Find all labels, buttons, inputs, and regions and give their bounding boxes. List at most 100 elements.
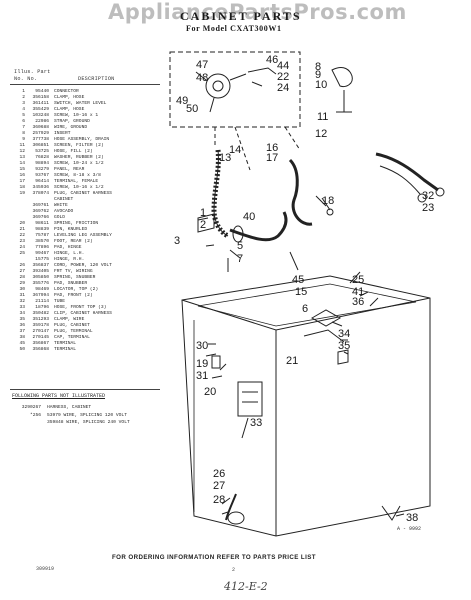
callout-24: 24	[277, 82, 290, 94]
callout-35: 35	[338, 340, 351, 352]
table-divider	[10, 389, 160, 390]
part-no: 98894	[35, 161, 49, 166]
figure-reference: A - 9992	[397, 526, 422, 532]
not-illustrated-row: 359848 WIRE, SPLICING 240 VOLT	[10, 420, 162, 426]
part-description: HOSE ASSEMBLY, DRAIN	[54, 137, 110, 142]
callout-46: 46	[266, 54, 279, 66]
callout-50: 50	[186, 103, 199, 115]
illus-no: 19	[19, 191, 25, 196]
part-no: 270145	[32, 335, 49, 340]
callout-1: 1	[200, 207, 207, 219]
part-no: 95440	[35, 89, 49, 94]
part-description: PIN, KNURLED	[54, 227, 88, 232]
part-no: 305850	[32, 275, 49, 280]
part-description: CLAMP, HOSE	[54, 107, 85, 112]
part-no: 22986	[35, 119, 49, 124]
part-no: 77896	[35, 245, 49, 250]
part-description: INSERT	[54, 131, 71, 136]
illus-no: 17	[19, 179, 25, 184]
illus-no: 6	[22, 119, 25, 124]
illus-no: 34	[19, 311, 25, 316]
illus-no: 37	[19, 329, 25, 334]
part-description: 359848 WIRE, SPLICING 240 VOLT	[47, 420, 130, 426]
illus-no: 20	[19, 221, 25, 226]
illus-no: 12	[19, 149, 25, 154]
watermark: AppliancePartsPros.com	[108, 0, 407, 24]
part-description: SCREW, 10-16 x 1/2	[54, 185, 104, 190]
illus-no: 38	[19, 335, 25, 340]
part-no: 53725	[35, 149, 49, 154]
illus-no: 4	[22, 107, 25, 112]
part-description: HINGE, R.H.	[54, 257, 85, 262]
part-no: 356867	[32, 341, 49, 346]
callout-21: 21	[286, 355, 299, 367]
part-description: HOSE, FRONT TOP (3)	[54, 305, 107, 310]
illus-no: 5	[22, 113, 25, 118]
callout-26: 26	[213, 468, 226, 480]
callout-8: 8	[315, 61, 322, 73]
inset-box-switch	[169, 51, 301, 128]
illus-no: 36	[19, 323, 25, 328]
part-description: WASHER, RUBBER (2)	[54, 155, 104, 160]
part-description: CLIP, CABINET HARNESS	[54, 311, 112, 316]
part-description: PAD, FRONT (2)	[54, 293, 93, 298]
part-description: CLAMP, WIRE	[54, 317, 85, 322]
illus-no: 25	[19, 251, 25, 256]
part-description: CAP, TERMINAL	[54, 335, 90, 340]
callout-27: 27	[213, 480, 226, 492]
part-no: 369766	[32, 215, 49, 220]
part-description: SPRING, SNUBBER	[54, 275, 96, 280]
illus-no: 32	[19, 299, 25, 304]
part-no: 38570	[35, 239, 49, 244]
part-description: CONNECTOR	[54, 89, 79, 94]
part-description: TERMINAL, FEMALE	[54, 179, 99, 184]
illus-no: 23	[19, 239, 25, 244]
page-number: 2	[232, 567, 236, 573]
part-no: 21114	[35, 299, 49, 304]
part-description: CABINET	[54, 197, 74, 202]
part-no: 356158	[32, 95, 49, 100]
part-description: TUBE	[54, 299, 66, 304]
part-description: GOLD	[54, 215, 66, 220]
part-no: 93767	[35, 173, 49, 178]
illus-no: 50	[19, 347, 25, 352]
part-no: 103248	[32, 113, 49, 118]
part-description: PAD, SNUBBER	[54, 281, 88, 286]
part-description: SWITCH, WATER LEVEL	[54, 101, 107, 106]
callout-41: 41	[352, 286, 365, 298]
illus-no: 24	[19, 245, 25, 250]
part-no: 96414	[35, 179, 49, 184]
callout-20: 20	[204, 386, 217, 398]
part-description: TERMINAL	[54, 347, 77, 352]
ordering-footer: FOR ORDERING INFORMATION REFER TO PARTS …	[112, 554, 316, 561]
callout-10: 10	[315, 79, 328, 91]
callout-49: 49	[176, 95, 189, 107]
part-no: 359178	[32, 323, 49, 328]
part-description: TERMINAL	[54, 341, 77, 346]
part-description: SCREEN, FILTER (2)	[54, 143, 104, 148]
part-no: 356837	[32, 263, 49, 268]
illus-no: 18	[19, 185, 25, 190]
illus-no: 11	[19, 143, 25, 148]
illus-no: 14	[19, 161, 25, 166]
illus-no: 8	[22, 131, 25, 136]
